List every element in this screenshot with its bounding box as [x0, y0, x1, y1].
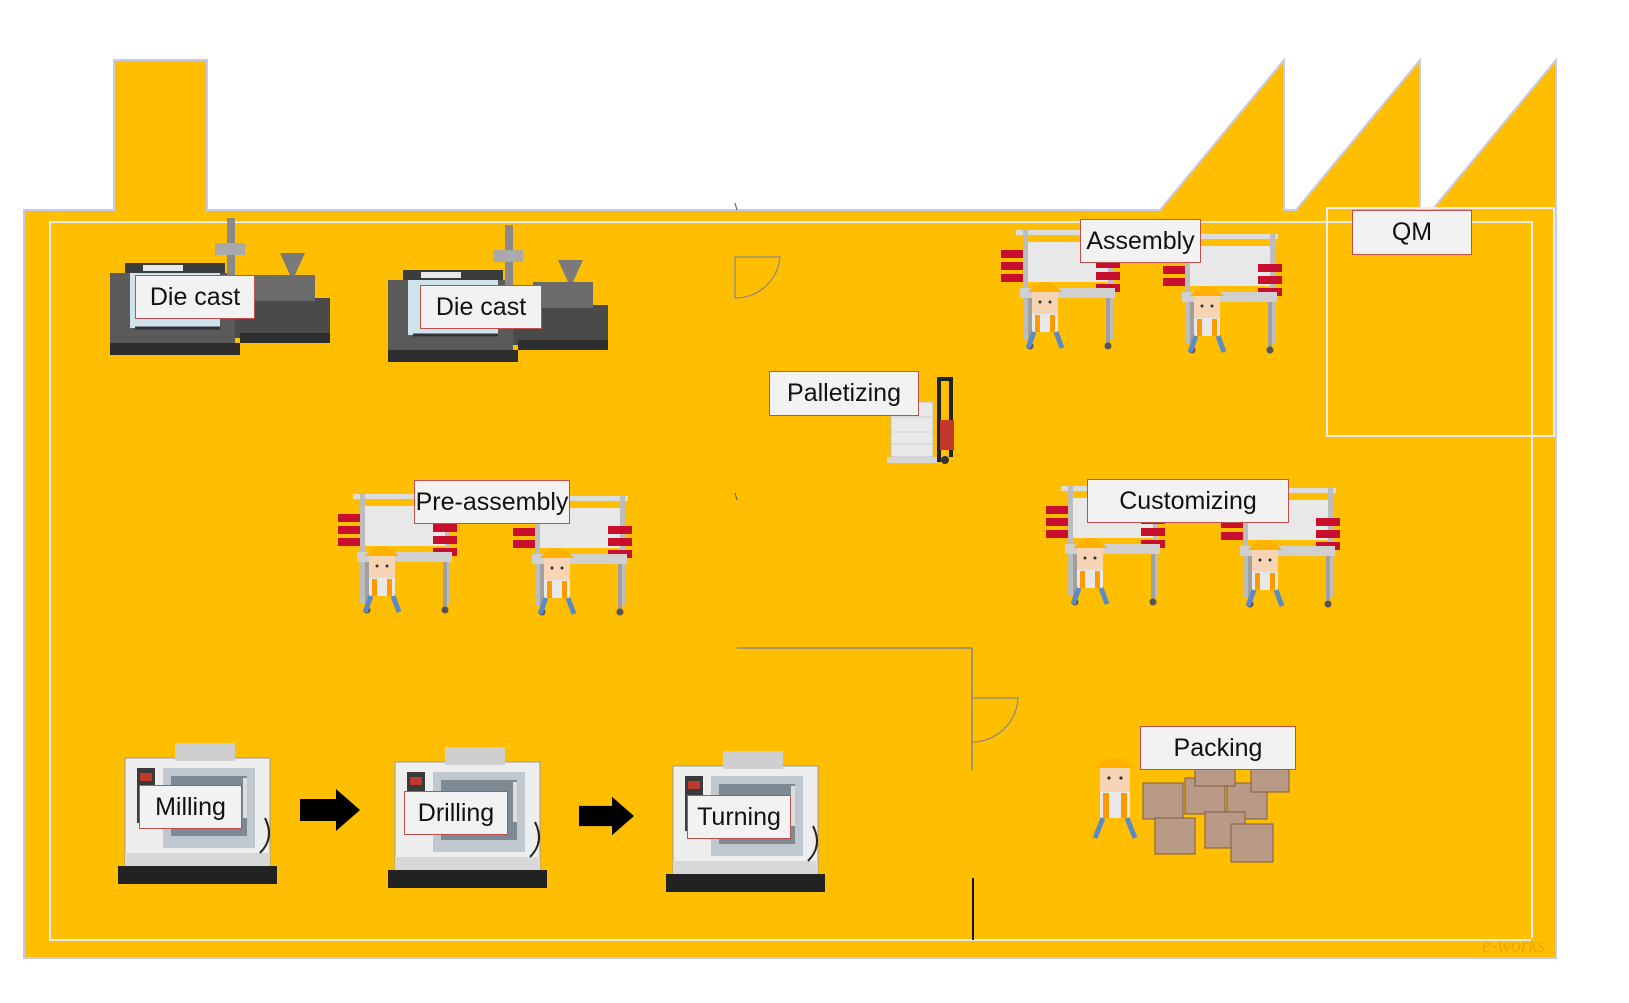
door-lower — [971, 697, 1019, 743]
label-die-cast-2: Die cast — [420, 285, 542, 329]
label-pre-assembly: Pre-assembly — [414, 480, 570, 524]
qm-room — [1326, 207, 1555, 437]
label-qm: QM — [1352, 210, 1472, 255]
floor-outline — [49, 221, 1533, 941]
label-drilling: Drilling — [404, 791, 508, 835]
label-assembly: Assembly — [1080, 219, 1201, 263]
door-upper — [734, 256, 781, 299]
label-turning: Turning — [687, 795, 791, 839]
watermark: e-works — [1482, 935, 1546, 957]
label-die-cast-1: Die cast — [135, 275, 255, 319]
label-customizing: Customizing — [1087, 479, 1289, 523]
label-packing: Packing — [1140, 726, 1296, 770]
label-milling: Milling — [139, 785, 242, 829]
wall-stub-mid — [734, 492, 738, 501]
wall-stub-top — [734, 202, 738, 211]
label-palletizing: Palletizing — [769, 371, 919, 416]
